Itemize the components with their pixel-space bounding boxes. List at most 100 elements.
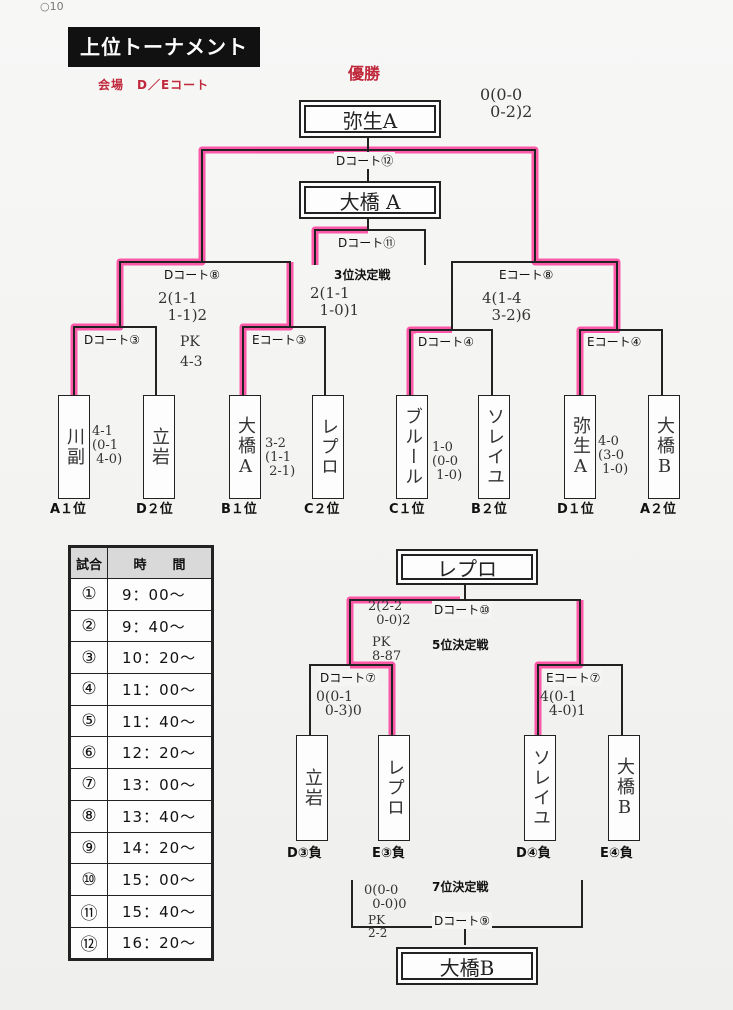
schedule-header-match: 試合 — [69, 546, 108, 579]
team-name: ソレイユ — [530, 748, 551, 828]
seventh-pk: PK 2-2 — [368, 913, 388, 940]
seed-label: B１位 — [221, 502, 257, 517]
match-number: ③ — [69, 641, 108, 675]
team-box: ブルール — [396, 395, 428, 499]
match-time: 9：40～ — [107, 609, 213, 643]
seed-label: B２位 — [471, 502, 507, 517]
final-court: Dコート⑫ — [334, 152, 396, 169]
quarter-2-score: 3-2 (1-1 2-1) — [265, 436, 296, 479]
match-number: ⑨ — [69, 831, 108, 865]
lower-semi-right-court: Eコート⑦ — [544, 669, 603, 686]
runner-up-box: 大橋 A — [299, 181, 441, 219]
match-time: 15：00～ — [107, 863, 213, 896]
corner-note: ○10 — [40, 0, 64, 13]
team-box: レプロ — [378, 735, 410, 841]
match-number: ⑫ — [69, 926, 108, 961]
third-place-score: 2(1-1 1-0)1 — [310, 284, 360, 319]
quarter-1-score: 4-1 (0-1 4-0) — [92, 424, 123, 467]
match-number: ⑩ — [69, 863, 108, 896]
fifth-label: 5位決定戦 — [432, 638, 489, 652]
semi-left-court: Dコート⑧ — [162, 266, 222, 283]
final-score-note: 0(0-0 0-2)2 — [480, 85, 533, 121]
team-name: 大橋A — [235, 415, 256, 479]
fifth-pk: PK 8-87 — [372, 635, 402, 664]
team-name: 大橋B — [614, 756, 635, 820]
team-box: 川副 — [58, 395, 90, 499]
champion-box: 弥生A — [299, 100, 441, 138]
semi-right-score: 4(1-4 3-2)6 — [482, 289, 532, 324]
team-name: 立岩 — [149, 427, 170, 467]
quarter-4-court: Eコート④ — [585, 333, 644, 350]
team-box: 大橋B — [648, 395, 680, 499]
match-time: 15：40～ — [107, 894, 213, 928]
match-time: 11：40～ — [107, 704, 213, 738]
fifth-winner-box: レプロ — [396, 549, 538, 585]
team-name: 立岩 — [302, 768, 323, 808]
venue-label: 会場 D／Eコート — [98, 78, 210, 92]
match-number: ⑦ — [69, 768, 108, 801]
champion-label: 優勝 — [348, 64, 381, 83]
quarter-4-score: 4-0 (3-0 1-0) — [598, 434, 629, 477]
match-number: ⑥ — [69, 736, 108, 770]
match-time: 12：20～ — [107, 736, 213, 770]
seventh-label: 7位決定戦 — [432, 880, 489, 894]
seed-label: D④負 — [516, 846, 551, 861]
team-name: 弥生A — [570, 415, 591, 479]
seed-label: A１位 — [50, 502, 87, 517]
match-number: ④ — [69, 673, 108, 706]
team-name: 大橋B — [654, 415, 675, 479]
team-name: レプロ — [318, 417, 339, 477]
seed-label: E③負 — [372, 846, 405, 861]
seed-label: C２位 — [304, 502, 340, 517]
lower-semi-right-score: 4(0-1 4-0)1 — [540, 689, 586, 719]
quarter-3-score: 1-0 (0-0 1-0) — [432, 440, 463, 483]
schedule-header-row: 試合 時 間 — [69, 546, 213, 579]
match-time: 14：20～ — [107, 831, 213, 865]
semi-left-pk: PK 4-3 — [180, 334, 203, 370]
quarter-3-court: Dコート④ — [416, 333, 476, 350]
match-time: 16：20～ — [107, 926, 213, 961]
match-time: 10：20～ — [107, 641, 213, 675]
seventh-winner-box: 大橋B — [396, 947, 538, 985]
match-number: ① — [69, 578, 108, 611]
team-name: ブルール — [402, 407, 423, 487]
seed-label: D２位 — [136, 502, 173, 517]
seed-label: A２位 — [640, 502, 677, 517]
team-box: ソレイユ — [524, 735, 556, 841]
match-number: ② — [69, 609, 108, 643]
seventh-court: Dコート⑨ — [432, 912, 492, 929]
match-number: ⑪ — [69, 894, 108, 928]
match-time: 11：00～ — [107, 673, 213, 706]
seed-label: E④負 — [600, 846, 633, 861]
lower-semi-left-court: Dコート⑦ — [318, 669, 378, 686]
third-place-label: 3位決定戦 — [334, 268, 391, 282]
seed-label: D１位 — [557, 502, 594, 517]
fifth-score: 2(2-2 0-0)2 — [368, 599, 411, 628]
team-box: 立岩 — [143, 395, 175, 499]
match-time: 13：00～ — [107, 768, 213, 801]
quarter-1-court: Dコート③ — [82, 331, 142, 348]
team-box: 立岩 — [296, 735, 328, 841]
schedule-header-time: 時 間 — [107, 546, 213, 579]
match-number: ⑧ — [69, 799, 108, 833]
semi-left-score: 2(1-1 1-1)2 — [158, 289, 208, 324]
fifth-court: Dコート⑩ — [432, 601, 492, 618]
seed-label: C１位 — [389, 502, 425, 517]
team-name: レプロ — [384, 758, 405, 818]
semi-right-court: Eコート⑧ — [497, 266, 556, 283]
quarter-2-court: Eコート③ — [250, 331, 309, 348]
team-name: ソレイユ — [484, 407, 505, 487]
